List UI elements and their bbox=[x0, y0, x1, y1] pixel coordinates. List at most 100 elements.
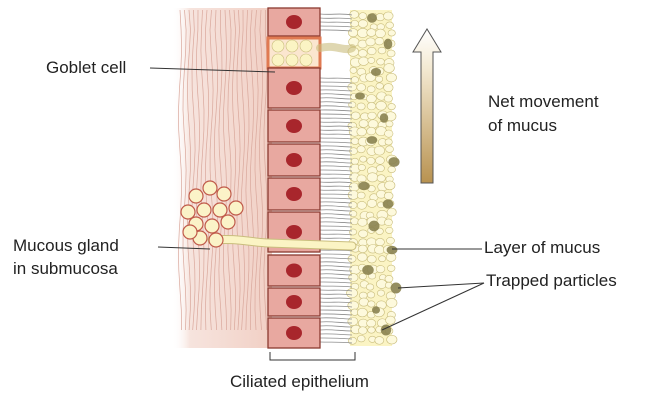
trapped-particle bbox=[372, 306, 380, 313]
mucus-bubble bbox=[366, 94, 376, 102]
mucus-bubble bbox=[383, 12, 393, 20]
cilium bbox=[320, 166, 352, 167]
trapped-particle bbox=[371, 68, 381, 76]
mucus-bubble bbox=[357, 192, 365, 199]
cilium bbox=[320, 194, 352, 195]
mucus-bubble bbox=[367, 292, 374, 298]
gland-acinus bbox=[221, 215, 235, 229]
cilium bbox=[320, 30, 352, 31]
cilium bbox=[320, 134, 352, 135]
ciliated-epithelium-label: Ciliated epithelium bbox=[230, 372, 369, 392]
cilium bbox=[320, 142, 352, 143]
mucus-bubble bbox=[374, 146, 385, 155]
mucus-bubble bbox=[348, 337, 356, 344]
trapped-particle bbox=[387, 246, 398, 255]
mucus-bubble bbox=[386, 227, 393, 233]
mucus-bubble bbox=[384, 95, 392, 102]
trapped-particle bbox=[358, 182, 369, 190]
gland-acinus bbox=[181, 205, 195, 219]
mucus-bubble bbox=[366, 38, 376, 46]
mucus-bubble bbox=[387, 265, 395, 272]
nucleus bbox=[286, 15, 302, 29]
nucleus bbox=[286, 295, 302, 309]
mucus-bubble bbox=[376, 265, 385, 272]
cilium bbox=[320, 178, 352, 179]
trapped-particle bbox=[368, 221, 379, 232]
mucus-bubble bbox=[387, 208, 396, 216]
cilium bbox=[320, 82, 352, 83]
cilium bbox=[320, 266, 352, 267]
mucus-bubble bbox=[388, 30, 395, 36]
trapped-particle bbox=[388, 157, 399, 167]
mucus-bubble bbox=[386, 253, 396, 261]
mucus-bubble bbox=[376, 101, 387, 110]
mucus-granule bbox=[272, 54, 284, 66]
cilium bbox=[320, 222, 352, 223]
cilium bbox=[320, 318, 352, 319]
mucus-bubble bbox=[357, 201, 366, 209]
cilium bbox=[320, 274, 352, 275]
cilium bbox=[320, 206, 352, 207]
mucus-bubble bbox=[375, 337, 384, 345]
cilium bbox=[320, 326, 352, 327]
mucus-bubble bbox=[387, 335, 397, 344]
mucus-bubble bbox=[349, 229, 356, 235]
cilium bbox=[320, 202, 352, 203]
mucus-bubble bbox=[368, 301, 376, 307]
mucus-bubble bbox=[375, 37, 384, 44]
mucus-bubble bbox=[368, 112, 377, 119]
up-arrow-icon bbox=[413, 29, 441, 183]
nucleus bbox=[286, 81, 302, 95]
nucleus bbox=[286, 326, 302, 340]
cilium bbox=[320, 190, 352, 191]
trapped-particle bbox=[367, 136, 378, 144]
cilium bbox=[320, 334, 352, 335]
cilium bbox=[320, 302, 352, 303]
mucus-bubble bbox=[384, 84, 393, 92]
particle-pointer-1 bbox=[398, 283, 484, 288]
mucus-bubble bbox=[351, 112, 360, 120]
mucus-bubble bbox=[359, 298, 369, 306]
trapped-particle bbox=[362, 265, 373, 275]
mucus-layer bbox=[347, 10, 398, 346]
mucus-bubble bbox=[375, 76, 382, 82]
mucus-bubble bbox=[384, 192, 393, 200]
mucus-bubble bbox=[376, 238, 385, 246]
trapped-particle bbox=[384, 39, 393, 50]
cilium bbox=[320, 106, 352, 107]
gland-acinus bbox=[189, 189, 203, 203]
mucus-bubble bbox=[376, 83, 384, 89]
cilium bbox=[320, 174, 352, 175]
cilium bbox=[320, 94, 352, 95]
cilium bbox=[320, 182, 352, 183]
mucus-bubble bbox=[367, 102, 376, 109]
net-movement-label-line2: of mucus bbox=[488, 116, 557, 136]
mucus-bubble bbox=[367, 47, 376, 54]
mucus-granule bbox=[286, 40, 298, 52]
mucus-bubble bbox=[357, 308, 367, 317]
mucus-bubble bbox=[375, 29, 385, 38]
ciliated-epithelium-bracket bbox=[270, 352, 355, 360]
cilium bbox=[320, 254, 352, 255]
trapped-particle bbox=[367, 13, 377, 23]
cilium bbox=[320, 146, 352, 147]
cilium bbox=[320, 90, 352, 91]
mucus-bubble bbox=[367, 173, 378, 182]
mucus-bubble bbox=[360, 156, 367, 162]
mucus-bubble bbox=[347, 288, 358, 297]
cilium bbox=[320, 330, 352, 331]
cilium bbox=[320, 262, 352, 263]
cilium bbox=[320, 138, 352, 139]
cilium bbox=[320, 102, 352, 103]
cilium bbox=[320, 306, 352, 307]
mucus-bubble bbox=[378, 47, 386, 54]
mucus-bubble bbox=[351, 20, 359, 27]
mucus-bubble bbox=[351, 77, 359, 83]
cilium bbox=[320, 198, 352, 199]
cilium bbox=[320, 114, 352, 115]
gland-acinus bbox=[213, 203, 227, 217]
gland-acinus bbox=[205, 219, 219, 233]
cilium bbox=[320, 342, 352, 343]
mucus-bubble bbox=[358, 20, 367, 28]
mucus-granule bbox=[300, 40, 312, 52]
